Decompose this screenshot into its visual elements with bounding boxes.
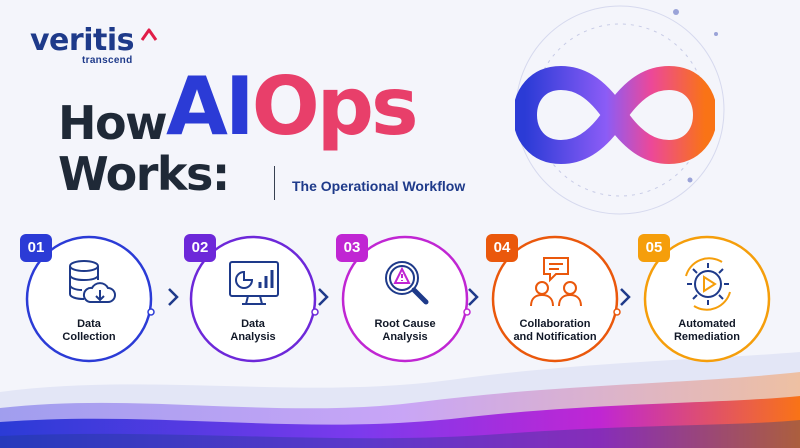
page-subtitle: The Operational Workflow bbox=[292, 178, 466, 194]
title-how: How bbox=[58, 96, 168, 150]
brand-mark-icon bbox=[140, 28, 158, 41]
magnifier-alert-icon bbox=[385, 261, 429, 305]
step-collaboration-notification[interactable]: 04 Collaboration and Notification bbox=[480, 224, 630, 374]
step-root-cause-analysis[interactable]: 03 Root Cause Analysis bbox=[330, 224, 480, 374]
chevron-right-icon bbox=[318, 288, 329, 306]
chevron-right-icon bbox=[468, 288, 479, 306]
step-ring bbox=[491, 235, 621, 363]
title-ops: Ops bbox=[251, 60, 419, 153]
title-divider bbox=[274, 166, 275, 200]
chart-monitor-icon bbox=[229, 261, 279, 305]
step-label: Data Collection bbox=[62, 318, 116, 343]
chevron-right-icon bbox=[620, 288, 631, 306]
step-number-badge: 04 bbox=[486, 234, 518, 262]
brand-logo[interactable]: veritis transcend bbox=[30, 23, 158, 66]
step-data-analysis[interactable]: 02 Data Analysis bbox=[178, 224, 328, 374]
step-label: Collaboration and Notification bbox=[513, 318, 597, 343]
title-ai: AI bbox=[166, 60, 255, 153]
brand-name: veritis bbox=[30, 23, 134, 58]
title-aiops: AIOps bbox=[166, 64, 419, 150]
gear-play-icon bbox=[685, 257, 731, 311]
team-chat-icon bbox=[530, 257, 582, 307]
step-number-badge: 03 bbox=[336, 234, 368, 262]
step-number-badge: 02 bbox=[184, 234, 216, 262]
step-ring bbox=[189, 235, 319, 363]
brand-tagline: transcend bbox=[82, 55, 133, 66]
step-ring bbox=[643, 235, 771, 363]
title-works: Works: bbox=[58, 147, 230, 201]
step-label: Data Analysis bbox=[230, 318, 276, 343]
step-ring bbox=[25, 235, 155, 363]
step-ring bbox=[341, 235, 471, 363]
step-data-collection[interactable]: 01 Data Collection bbox=[14, 224, 164, 374]
chevron-right-icon bbox=[168, 288, 179, 306]
database-cloud-icon bbox=[69, 260, 116, 303]
step-number-badge: 05 bbox=[638, 234, 670, 262]
step-label: Root Cause Analysis bbox=[374, 318, 436, 343]
step-label: Automated Remediation bbox=[673, 318, 740, 343]
step-number-badge: 01 bbox=[20, 234, 52, 262]
step-automated-remediation[interactable]: 05 Automated Remediation bbox=[632, 224, 782, 374]
infinity-icon bbox=[515, 65, 715, 165]
